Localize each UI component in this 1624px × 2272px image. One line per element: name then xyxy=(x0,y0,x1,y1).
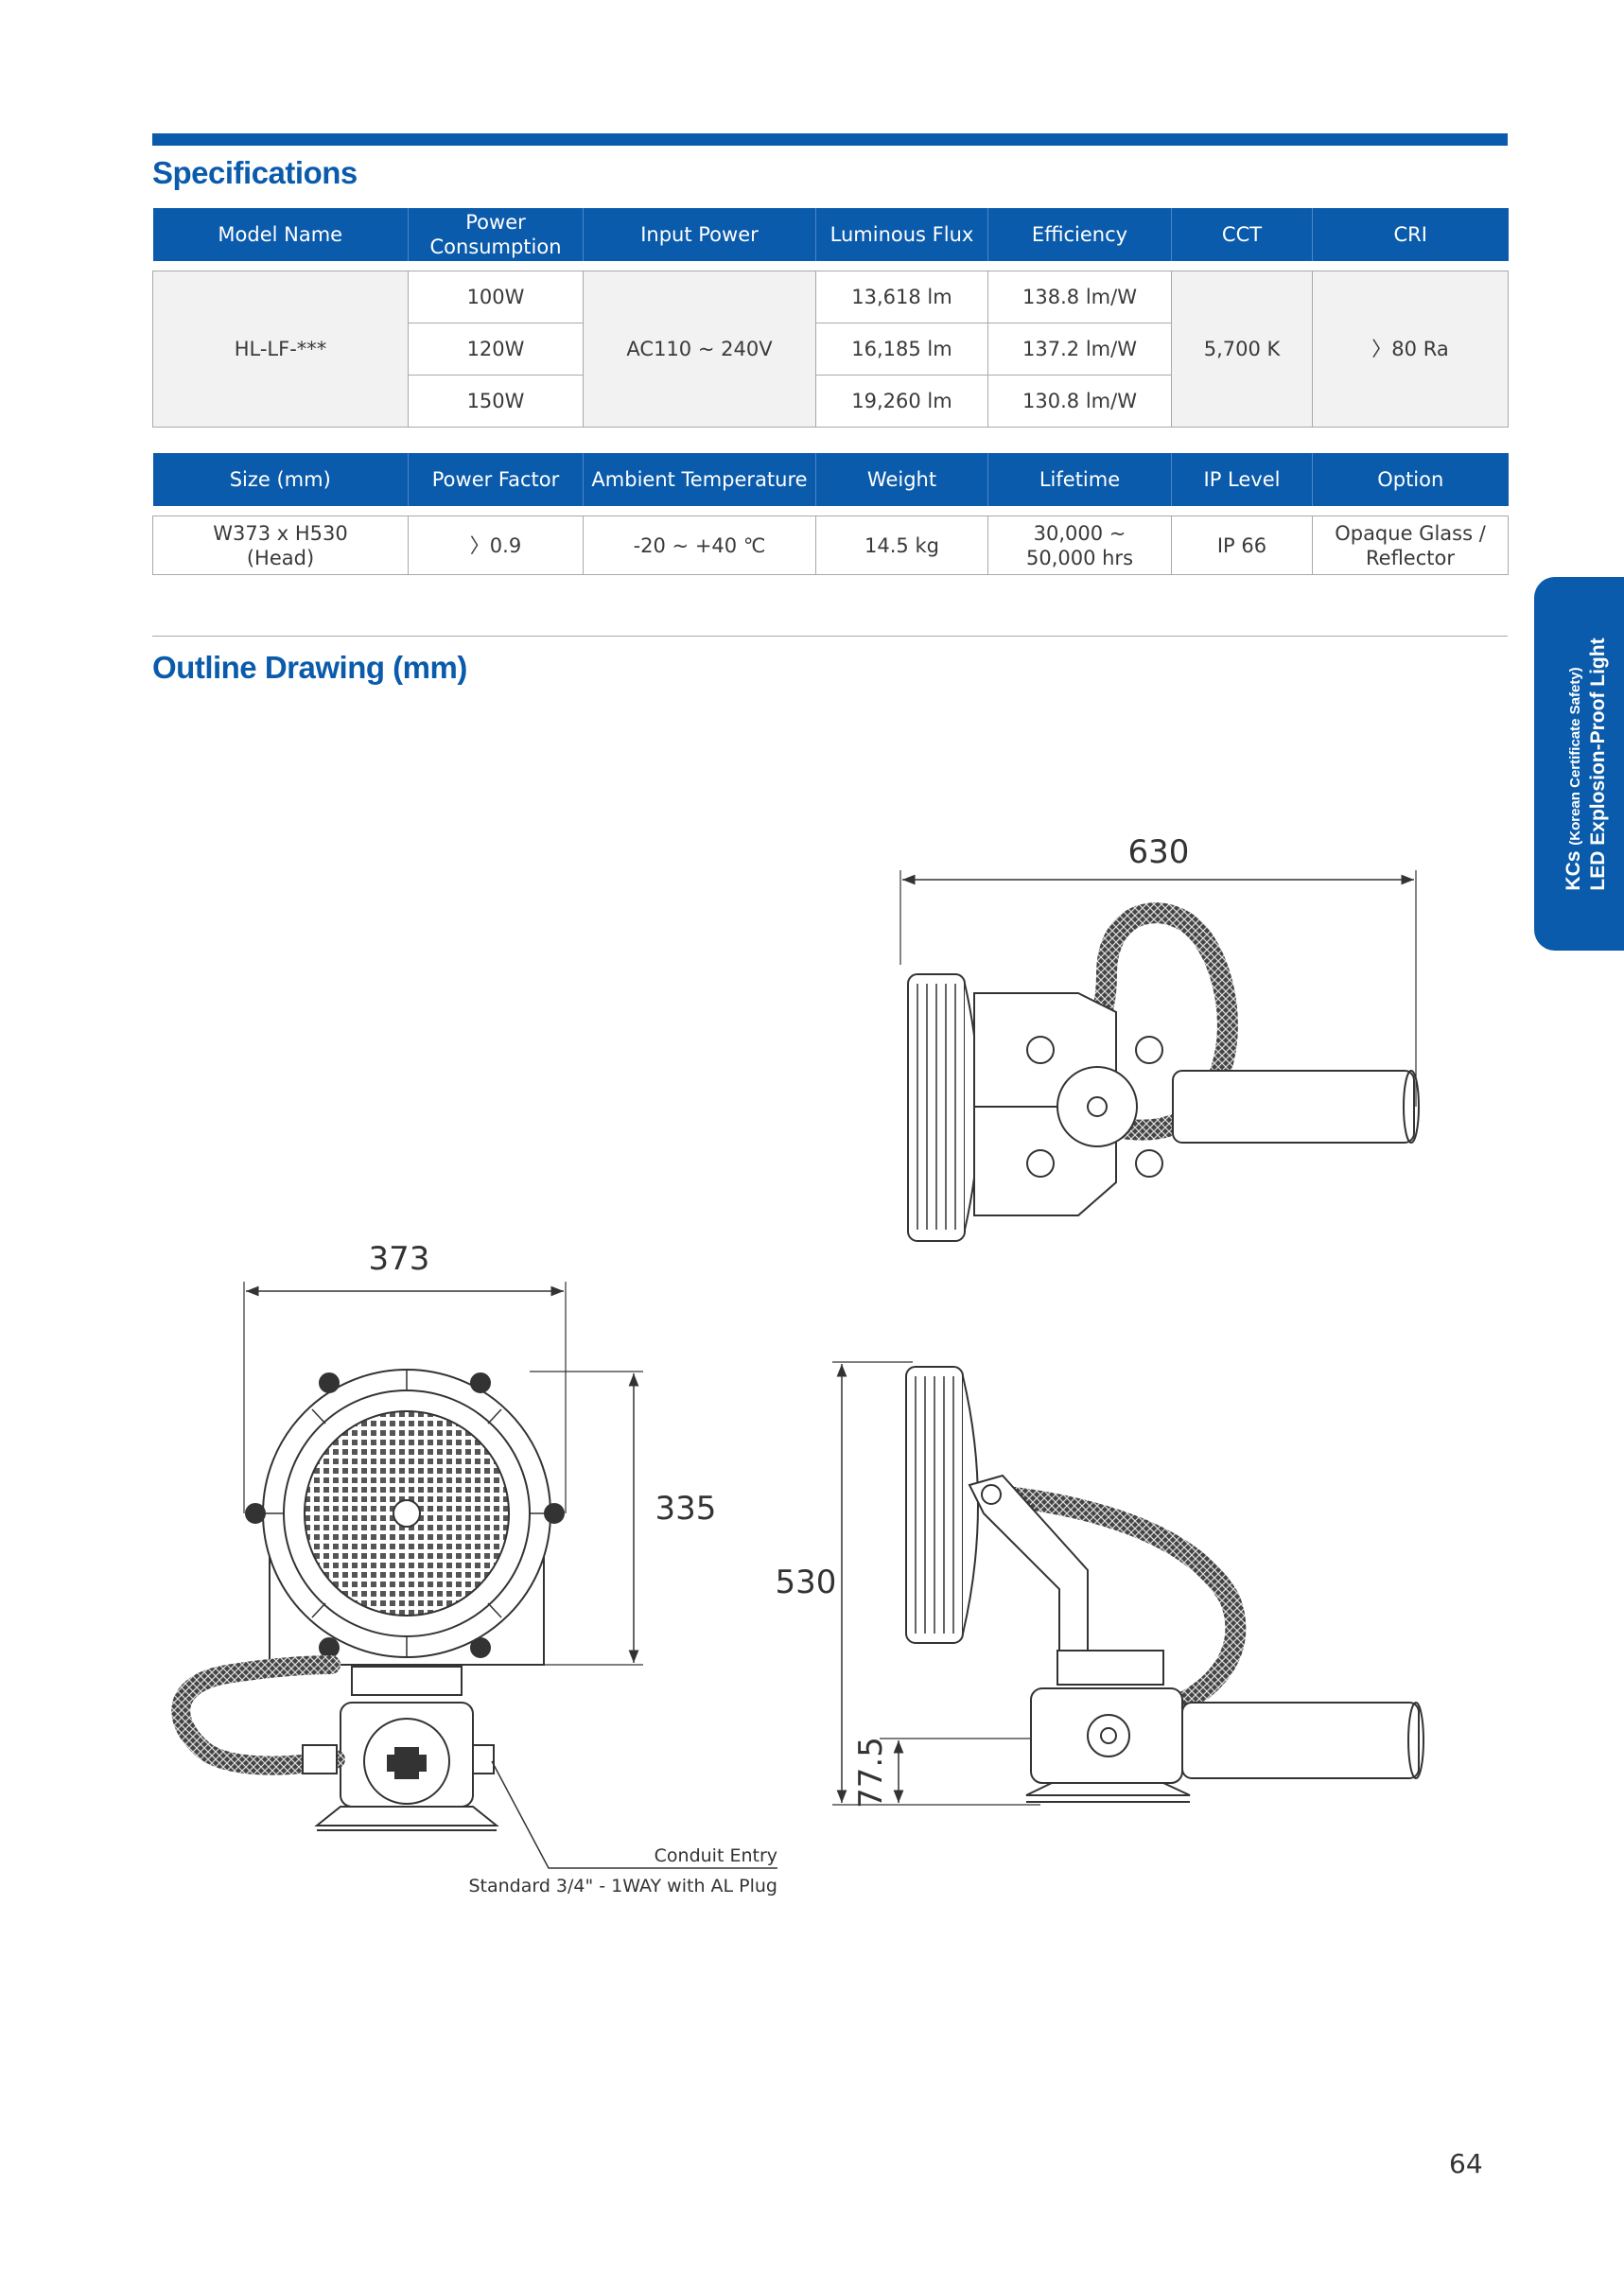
col-header-power-factor: Power Factor xyxy=(408,453,584,506)
conduit-entry-callout-line2: Standard 3/4" - 1WAY with AL Plug xyxy=(468,1876,777,1896)
side-view-drawing xyxy=(832,1361,1424,1806)
dim-label-335: 335 xyxy=(655,1490,717,1528)
spec-table-physical: Size (mm) Power Factor Ambient Temperatu… xyxy=(152,453,1509,575)
specifications-heading: Specifications xyxy=(152,155,358,190)
table-row: 150W 19,260 lm 130.8 lm/W xyxy=(153,375,1509,428)
page-number: 64 xyxy=(1449,2148,1483,2179)
cell-option: Opaque Glass /Reflector xyxy=(1312,516,1509,575)
col-header-size: Size (mm) xyxy=(152,453,409,506)
col-header-efficiency: Efficiency xyxy=(987,208,1172,261)
front-view-drawing xyxy=(171,1282,777,1869)
cell-power: 150W xyxy=(408,375,584,428)
col-header-lifetime: Lifetime xyxy=(987,453,1172,506)
dim-label-630: 630 xyxy=(1128,833,1190,871)
col-header-luminous-flux: Luminous Flux xyxy=(815,208,988,261)
top-view-drawing xyxy=(899,870,1420,1242)
outline-drawing-heading: Outline Drawing (mm) xyxy=(152,650,467,685)
cell-ambient-temperature: -20 ~ +40 ℃ xyxy=(583,516,816,575)
cell-cri: 〉80 Ra xyxy=(1312,271,1509,428)
cell-size: W373 x H530(Head) xyxy=(152,516,409,575)
cell-flux: 19,260 lm xyxy=(815,375,988,428)
conduit-entry-callout-line1: Conduit Entry xyxy=(655,1845,777,1866)
dim-label-77-5: 77.5 xyxy=(852,1737,890,1809)
side-category-tab: KCs (Korean Certificate Safety) LED Expl… xyxy=(1534,577,1624,951)
cell-flux: 13,618 lm xyxy=(815,271,988,323)
table-row: W373 x H530(Head) 〉0.9 -20 ~ +40 ℃ 14.5 … xyxy=(152,516,1509,575)
col-header-input-power: Input Power xyxy=(583,208,816,261)
col-header-cct: CCT xyxy=(1171,208,1313,261)
cell-efficiency: 138.8 lm/W xyxy=(987,271,1172,323)
dim-label-530: 530 xyxy=(776,1564,837,1601)
col-header-ambient-temperature: Ambient Temperature xyxy=(583,453,816,506)
table-row: HL-LF-*** 100W AC110 ~ 240V 13,618 lm 13… xyxy=(152,271,1509,428)
cell-power: 100W xyxy=(408,271,584,323)
cell-ip-level: IP 66 xyxy=(1171,516,1313,575)
col-header-ip-level: IP Level xyxy=(1171,453,1313,506)
col-header-weight: Weight xyxy=(815,453,988,506)
cell-model-name: HL-LF-*** xyxy=(152,271,409,428)
cell-cct: 5,700 K xyxy=(1171,271,1313,428)
col-header-model-name: Model Name xyxy=(152,208,409,261)
col-header-cri: CRI xyxy=(1312,208,1509,261)
top-rule xyxy=(152,133,1508,146)
cell-input-power: AC110 ~ 240V xyxy=(583,271,816,428)
section-divider xyxy=(152,636,1508,637)
cell-weight: 14.5 kg xyxy=(815,516,988,575)
cell-lifetime: 30,000 ~50,000 hrs xyxy=(987,516,1172,575)
cell-power-factor: 〉0.9 xyxy=(408,516,584,575)
cell-efficiency: 130.8 lm/W xyxy=(987,375,1172,428)
col-header-option: Option xyxy=(1312,453,1509,506)
dim-label-373: 373 xyxy=(369,1240,430,1278)
